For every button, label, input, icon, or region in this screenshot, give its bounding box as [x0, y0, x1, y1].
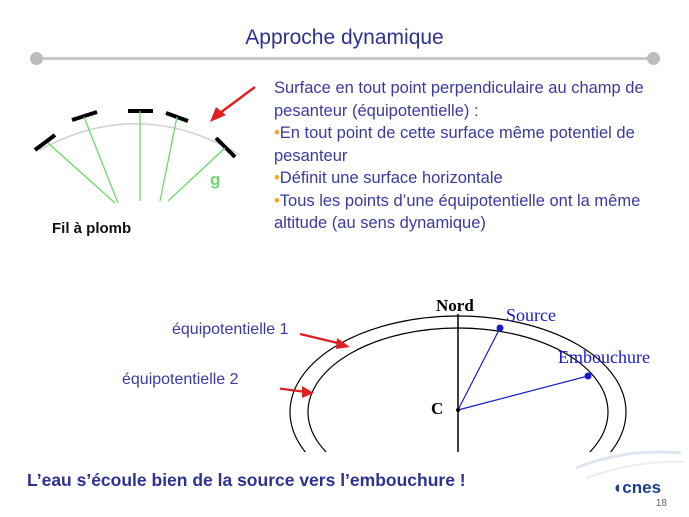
gravity-label: g: [210, 170, 221, 189]
equipotential-2-arrowhead: [302, 386, 314, 398]
bullet-icon: •: [274, 169, 280, 187]
logo-mark-icon: ◖: [612, 478, 623, 497]
bullet-icon: •: [274, 124, 280, 142]
tick-mark: [71, 110, 98, 122]
mouth-point: [584, 372, 592, 380]
equipotential-1-label: équipotentielle 1: [172, 321, 289, 338]
equipotential-1-arrow: [299, 332, 343, 346]
source-label: Source: [506, 305, 556, 325]
equipotential-2-arrow: [280, 387, 307, 394]
gravity-arrow: [47, 142, 116, 204]
divider-left-dot: [30, 52, 43, 65]
equipotential-2-label: équipotentielle 2: [122, 371, 239, 388]
center-point: [456, 408, 460, 412]
plumb-line-diagram: [33, 85, 256, 204]
gravity-arrow: [83, 116, 119, 204]
mouth-label: Embouchure: [558, 347, 650, 367]
bullet-icon: •: [274, 191, 280, 210]
equipotential-arrows: [280, 332, 350, 398]
center-to-mouth-line: [457, 375, 589, 411]
center-to-source-line: [457, 327, 501, 411]
plumb-line-label: Fil à plomb: [52, 220, 132, 237]
intro-text: Surface en tout point perpendiculaire au…: [274, 79, 644, 120]
pointer-arrowhead: [210, 107, 226, 122]
tick-mark: [33, 133, 57, 152]
decorative-swoosh: [575, 450, 685, 479]
earth-equipotential-diagram: Nord Source Embouchure C: [289, 296, 650, 452]
source-point: [496, 324, 504, 332]
gravity-arrow: [159, 116, 178, 202]
gravity-arrow: [167, 147, 226, 202]
tick-mark: [214, 136, 237, 159]
cnes-logo: ◖cnes: [612, 478, 662, 497]
pointer-arrow: [219, 85, 256, 115]
divider-right-dot: [647, 52, 660, 65]
page-number: 18: [655, 498, 667, 509]
title-divider: [36, 57, 654, 60]
equipotential-1-arrowhead: [336, 338, 350, 349]
center-label: C: [431, 399, 443, 418]
definition-text: Surface en tout point perpendiculaire au…: [274, 77, 674, 235]
bullet-item: •Tous les points d’une équipotentielle o…: [274, 191, 641, 233]
bullet-item: •Définit une surface horizontale: [274, 169, 503, 187]
north-label: Nord: [436, 296, 474, 315]
slide-title: Approche dynamique: [245, 26, 444, 49]
bullet-item: •En tout point de cette surface même pot…: [274, 124, 635, 165]
conclusion-text: L’eau s’écoule bien de la source vers l’…: [27, 470, 466, 490]
